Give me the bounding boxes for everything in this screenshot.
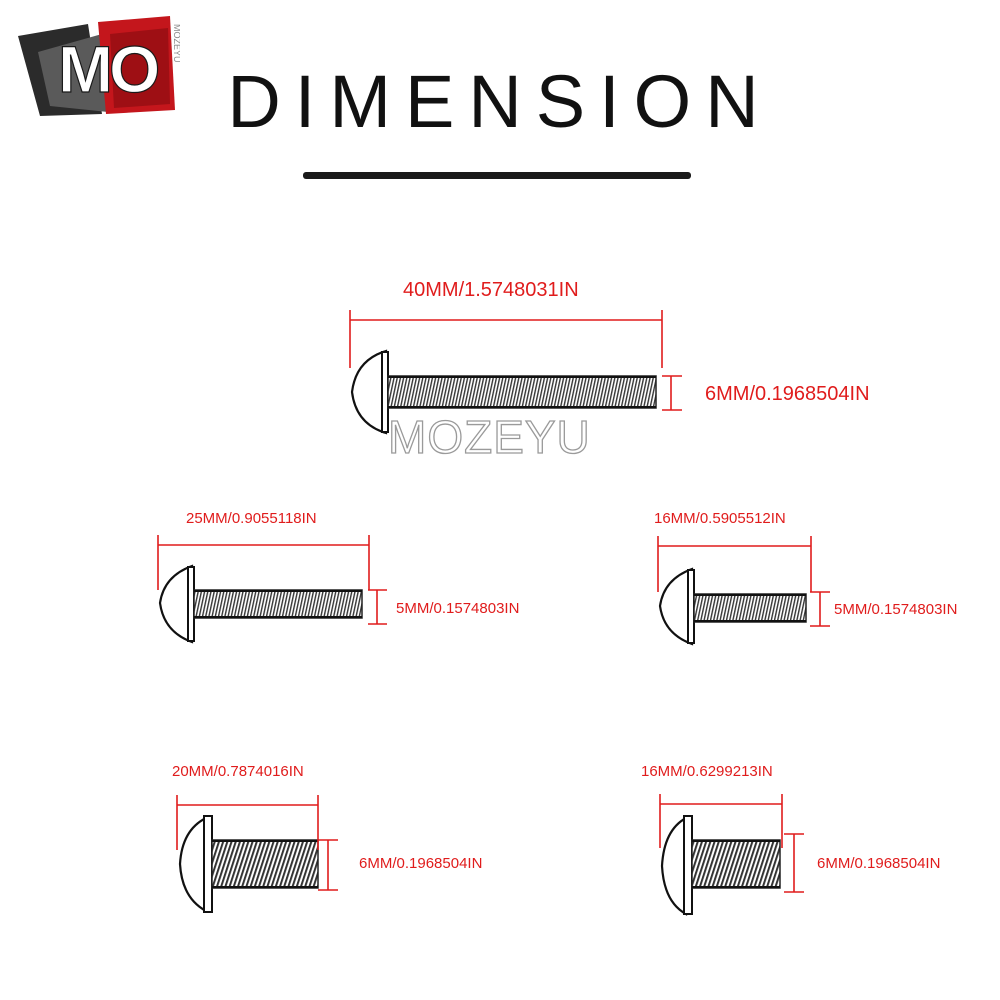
screw-3 xyxy=(658,567,807,646)
diameter-label-1: 6MM/0.1968504IN xyxy=(705,383,870,405)
screw-4 xyxy=(178,815,319,913)
dimension-lines-3 xyxy=(657,536,830,627)
length-label-1: 40MM/1.5748031IN xyxy=(403,279,579,301)
screw-5 xyxy=(660,815,781,916)
dimension-lines-4 xyxy=(176,795,338,891)
dimension-lines-2 xyxy=(157,535,387,625)
logo-text: MO xyxy=(58,32,158,106)
brand-logo: MO MOZEYU xyxy=(18,16,180,116)
title-divider xyxy=(303,172,691,179)
length-label-4: 20MM/0.7874016IN xyxy=(172,763,304,780)
diameter-label-5: 6MM/0.1968504IN xyxy=(817,855,941,872)
screw-1 xyxy=(350,349,657,435)
page-title: DIMENSION xyxy=(227,60,773,143)
length-label-2: 25MM/0.9055118IN xyxy=(186,510,317,527)
screw-2 xyxy=(158,564,363,644)
dimension-lines-1 xyxy=(349,310,682,411)
length-label-5: 16MM/0.6299213IN xyxy=(641,763,773,780)
logo-side-text: MOZEYU xyxy=(172,24,180,63)
diameter-label-3: 5MM/0.1574803IN xyxy=(834,601,958,618)
diameter-label-4: 6MM/0.1968504IN xyxy=(359,855,483,872)
watermark: MOZEYU xyxy=(387,410,591,463)
dimension-lines-5 xyxy=(659,794,804,893)
length-label-3: 16MM/0.5905512IN xyxy=(654,510,786,527)
diameter-label-2: 5MM/0.1574803IN xyxy=(396,600,520,617)
